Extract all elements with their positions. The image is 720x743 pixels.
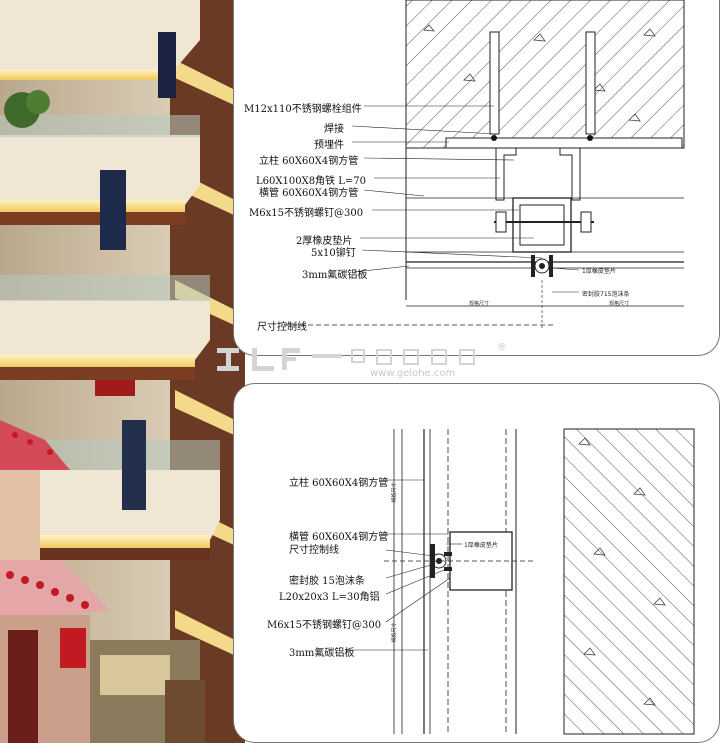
mall-atrium-photo	[0, 0, 245, 743]
label-angle-iron: L60X100X8角铁 L=70	[256, 176, 366, 187]
label-anchor-bolt: M12x110不锈钢螺栓组件	[244, 104, 362, 115]
label-angle-aluminum: L20x20x3 L=30角铝	[279, 592, 380, 603]
label-control-line: 尺寸控制线	[257, 322, 307, 333]
watermark-url: www.gelohe.com	[370, 368, 456, 379]
label-weld: 焊接	[324, 124, 344, 135]
watermark-reg-mark: ®	[497, 342, 507, 353]
dimension-text-lower: 规格尺寸	[391, 622, 398, 643]
label-rubber-gasket-b: 1厚橡皮垫片	[464, 542, 498, 549]
detail-drawing-top: M12x110不锈钢螺栓组件 焊接 预埋件 立柱 60X60X4钢方管 L60X…	[233, 0, 720, 356]
label-aluminum-panel-b: 3mm氟碳铝板	[289, 648, 355, 659]
label-steel-transom: 横管 60X60X4钢方管	[259, 188, 359, 199]
label-rubber-gasket: 1厚橡皮垫片	[582, 268, 616, 275]
label-steel-post: 立柱 60X60X4钢方管	[259, 156, 359, 167]
watermark: ® www.gelohe.com	[212, 340, 512, 380]
label-aluminum-panel: 3mm氟碳铝板	[302, 270, 368, 281]
label-rubber-pad: 2厚橡皮垫片	[296, 236, 353, 247]
label-rivet: 5x10铆钉	[311, 248, 356, 259]
label-embedded-plate: 预埋件	[314, 140, 344, 151]
top-section-drawing	[284, 0, 685, 330]
detail-drawing-bottom: 立柱 60X60X4钢方管 横管 60X60X4钢方管 尺寸控制线 密封胶 15…	[233, 383, 720, 743]
dimension-text-left: 规格尺寸	[469, 301, 490, 307]
dimension-text-upper: 规格尺寸	[391, 482, 398, 503]
label-sealant-foam: 密封胶715泡沫条	[582, 291, 630, 298]
label-sealant-foam-b: 密封胶 15泡沫条	[289, 576, 365, 587]
label-stainless-screw-b: M6x15不锈钢螺钉@300	[267, 620, 382, 631]
mall-atrium-illustration	[0, 0, 245, 743]
label-control-line-b: 尺寸控制线	[289, 545, 339, 556]
label-steel-transom-b: 横管 60X60X4钢方管	[289, 532, 389, 543]
bottom-plan-drawing	[346, 428, 695, 735]
label-stainless-screw: M6x15不锈钢螺钉@300	[249, 208, 364, 219]
watermark-logo	[217, 348, 475, 371]
dimension-text-right: 规格尺寸	[609, 301, 630, 307]
label-steel-post-b: 立柱 60X60X4钢方管	[289, 478, 389, 489]
